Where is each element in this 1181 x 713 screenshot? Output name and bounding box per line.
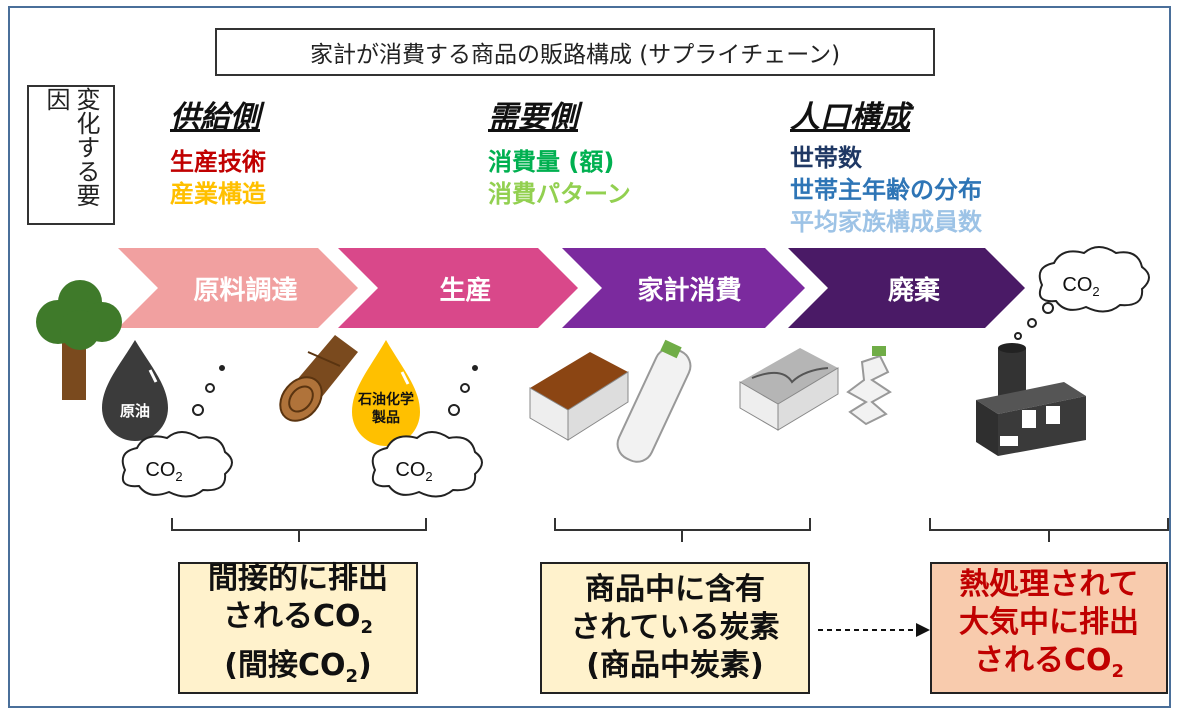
bracket-product-carbon [554,518,811,542]
product-carbon-box: 商品中に含有 されている炭素 (商品中炭素) [540,562,810,694]
factory-icon [976,343,1086,456]
supply-side-heading: 供給側 [170,100,260,135]
crushed-bottle-icon [846,346,892,426]
crude-oil-label: 原油 [120,402,150,420]
product-carbon-line-1: 商品中に含有 [585,572,765,607]
tree-icon [36,280,122,400]
factor-householder-age: 世帯主年齢の分布 [790,176,982,204]
log-icon [279,335,358,422]
petrochemical-label-2: 製品 [371,409,400,426]
supply-chain-title-box: 家計が消費する商品の販路構成 (サプライチェーン) [215,28,935,76]
petrochemical-icon: 石油化学 製品 [352,340,420,446]
svg-text:CO2: CO2 [145,459,182,484]
chevron-production [338,248,578,328]
population-column: 人口構成 世帯数 世帯主年齢の分布 平均家族構成員数 [790,92,982,238]
factor-households: 世帯数 [790,144,862,172]
co2-cloud-icon-1: CO2 [121,431,233,498]
supply-chain-title: 家計が消費する商品の販路構成 (サプライチェーン) [309,42,841,68]
step-production-label: 生産 [439,275,492,306]
product-carbon-line-3: (商品中炭素) [586,648,764,683]
used-book-icon [739,348,839,431]
co2-cloud-icon-3: CO2 [1038,246,1150,313]
chevron-consumption [562,248,805,328]
factor-consumption-pattern: 消費パターン [488,180,631,208]
svg-text:CO2: CO2 [395,459,432,484]
incineration-co2-line-2: 大気中に排出 [959,604,1139,640]
factor-family-size: 平均家族構成員数 [790,208,982,236]
bubbles-middle-icon [448,365,478,416]
factor-industrial-structure: 産業構造 [170,180,266,208]
demand-side-heading: 需要側 [488,100,578,135]
dashed-arrow-icon [818,623,930,637]
bubbles-left-icon [192,365,225,416]
indirect-co2-line-1: 間接的に排出 [208,561,388,596]
bracket-indirect [171,518,427,542]
indirect-co2-box: 間接的に排出 されるCO2 (間接CO2) [178,561,418,694]
bubbles-right-icon [1014,302,1054,340]
diagram-frame [8,6,1171,708]
population-heading: 人口構成 [790,100,910,135]
step-procurement-label: 原料調達 [193,275,298,306]
step-disposal-label: 廃棄 [887,275,940,306]
co2-cloud-icon-2: CO2 [371,431,483,498]
crude-oil-icon: 原油 [102,340,168,441]
changing-factors-box: 変化する要因 [27,85,115,225]
book-icon [529,352,629,441]
petrochemical-label-1: 石油化学 [357,391,414,408]
step-consumption-label: 家計消費 [637,275,742,306]
incineration-co2-line-3: されるCO2 [973,642,1125,682]
changing-factors-label: 変化する要因 [42,87,100,207]
svg-text:CO2: CO2 [1062,274,1099,299]
incineration-co2-box: 熱処理されて 大気中に排出 されるCO2 [930,562,1168,694]
product-carbon-line-2: されている炭素 [570,610,780,645]
indirect-co2-line-2: されるCO2 [222,599,374,638]
supply-side-column: 供給側 生産技術 産業構造 [170,92,266,210]
indirect-co2-line-3: (間接CO2) [224,648,372,687]
chevron-procurement [118,248,358,328]
factor-consumption-amount: 消費量 (額) [488,148,615,176]
bracket-disposal [929,518,1169,542]
chevron-disposal [788,248,1025,328]
incineration-co2-line-1: 熱処理されて [959,566,1139,602]
demand-side-column: 需要側 消費量 (額) 消費パターン [488,92,631,210]
factor-production-technology: 生産技術 [170,148,266,176]
bottle-icon [616,339,692,463]
